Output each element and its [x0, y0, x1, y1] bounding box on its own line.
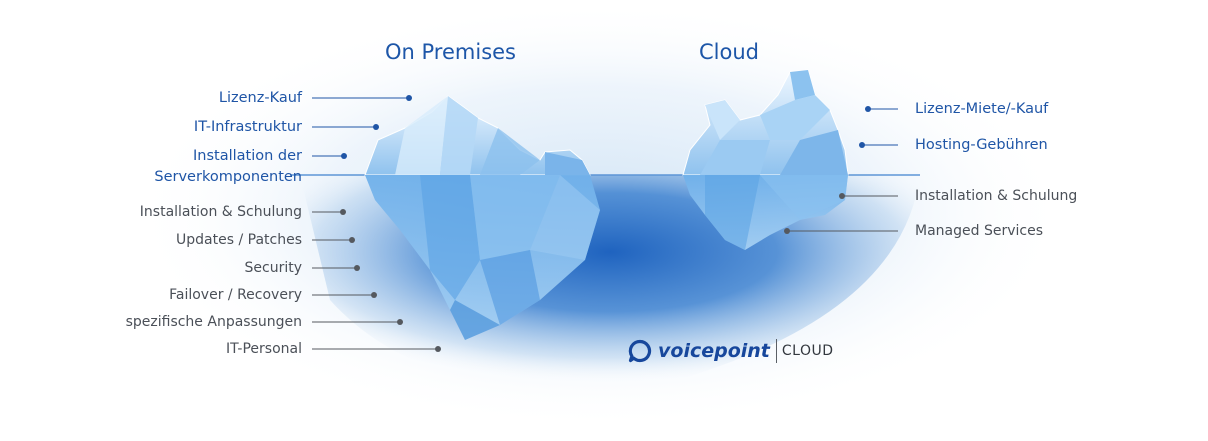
label-cloud-installation-schulung: Installation & Schulung	[915, 188, 1078, 204]
label-installation-schulung: Installation & Schulung	[139, 204, 302, 220]
label-spezifische-anpassungen: spezifische Anpassungen	[125, 314, 302, 330]
connector-lines-on-premises-above	[312, 95, 412, 159]
connector-lines-cloud	[784, 106, 898, 234]
label-installation-der: Installation der	[192, 148, 302, 164]
label-it-infrastruktur: IT-Infrastruktur	[193, 119, 302, 135]
connector-lines-on-premises-below	[312, 209, 441, 352]
label-lizenz-miete-kauf: Lizenz-Miete/-Kauf	[915, 101, 1049, 117]
label-failover-recovery: Failover / Recovery	[169, 287, 302, 303]
label-managed-services: Managed Services	[915, 223, 1043, 239]
label-serverkomponenten: Serverkomponenten	[154, 169, 302, 185]
logo-divider	[775, 339, 777, 363]
brand-product: CLOUD	[781, 343, 834, 359]
label-security: Security	[244, 260, 303, 276]
label-it-personal: IT-Personal	[226, 341, 302, 357]
iceberg-cloud-tip	[682, 69, 849, 176]
heading-cloud: Cloud	[699, 40, 759, 64]
voicepoint-cloud-logo: voicepoint CLOUD	[628, 337, 834, 365]
speech-bubble-icon	[628, 339, 652, 363]
iceberg-cloud-base	[683, 175, 848, 250]
heading-on-premises: On Premises	[385, 40, 516, 64]
label-hosting-gebuehren: Hosting-Gebühren	[915, 137, 1048, 153]
iceberg-on-premises-tip	[364, 95, 591, 176]
label-lizenz-kauf: Lizenz-Kauf	[218, 90, 302, 106]
iceberg-on-premises-base	[365, 175, 600, 340]
label-updates-patches: Updates / Patches	[176, 232, 302, 248]
brand-name: voicepoint	[658, 340, 770, 362]
